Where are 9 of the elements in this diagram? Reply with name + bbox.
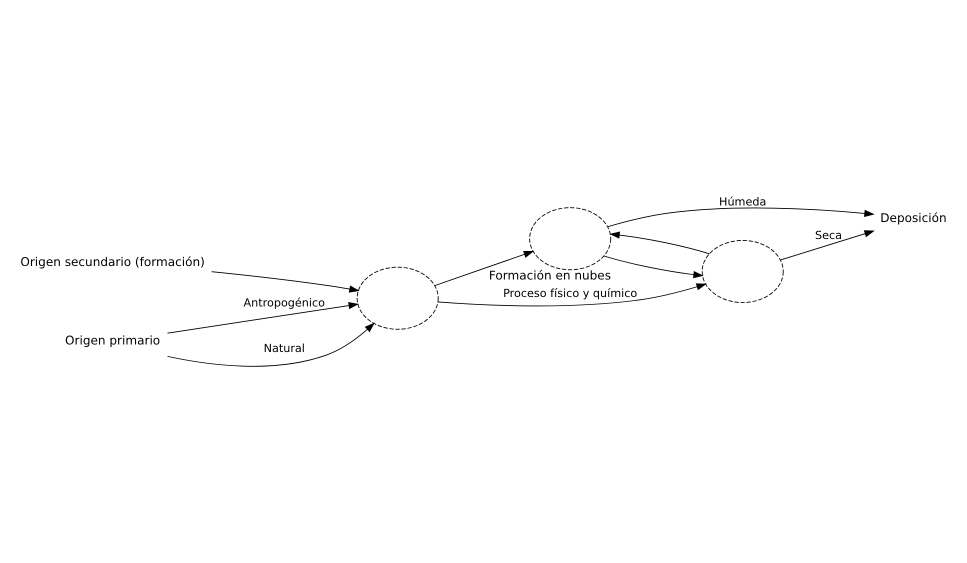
node-text: Origen primario — [65, 334, 160, 348]
node-text: Deposición — [880, 211, 947, 226]
edge-label: Proceso físico y químico — [503, 286, 638, 300]
edge-label: Seca — [814, 229, 842, 242]
edge-label: Húmeda — [719, 195, 766, 208]
edge-label: Natural — [264, 342, 305, 356]
node-text: Origen secundario (formación) — [20, 255, 205, 270]
node-label: Formación en nubes — [488, 268, 612, 282]
edge-label: Antropogénico — [243, 296, 326, 310]
